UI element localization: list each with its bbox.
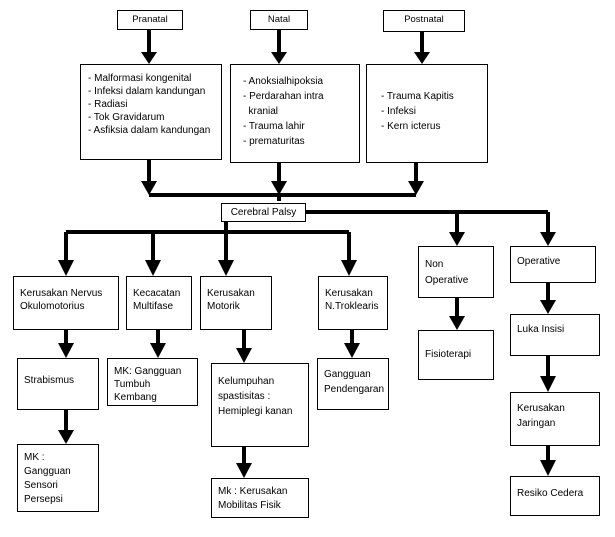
- kerusakan-jaringan-label: Kerusakan Jaringan: [517, 403, 565, 429]
- postnatal-item: - Infeksi: [381, 106, 417, 117]
- kerusakan-mobilitas-box: Mk : Kerusakan Mobilitas Fisik: [211, 478, 309, 518]
- operative-box: Operative: [510, 246, 596, 283]
- luka-insisi-box: Luka Insisi: [510, 314, 600, 356]
- pranatal-box: Pranatal: [117, 10, 183, 30]
- fisioterapi-label: Fisioterapi: [425, 349, 472, 360]
- natal-item: kranial: [243, 106, 279, 117]
- pranatal-item: - Infeksi dalam kandungan: [88, 86, 206, 97]
- postnatal-causes-box: - Trauma Kapitis - Infeksi - Kern icteru…: [366, 64, 488, 163]
- troklearis-label: Kerusakan N.Troklearis: [325, 288, 379, 312]
- pranatal-item: - Malformasi kongenital: [88, 73, 192, 84]
- pranatal-item: - Radiasi: [88, 99, 128, 110]
- postnatal-item: - Kern icterus: [381, 121, 441, 132]
- fisioterapi-box: Fisioterapi: [418, 330, 494, 380]
- pranatal-causes-list: - Malformasi kongenital - Infeksi dalam …: [88, 72, 221, 137]
- pranatal-item: - Asfiksia dalam kandungan: [88, 125, 211, 136]
- natal-item: - Anoksialhipoksia: [243, 76, 324, 87]
- pranatal-label: Pranatal: [132, 14, 168, 25]
- postnatal-box: Postnatal: [383, 10, 465, 32]
- strabismus-box: Strabismus: [17, 358, 99, 410]
- cerebral-palsy-label: Cerebral Palsy: [230, 207, 297, 218]
- kerusakan-jaringan-box: Kerusakan Jaringan: [510, 392, 600, 446]
- nervus-okulomotorius-label: Kerusakan Nervus Okulomotorius: [20, 288, 103, 312]
- non-operative-label: Non Operative: [425, 259, 469, 286]
- operative-label: Operative: [517, 256, 561, 267]
- postnatal-causes-list: - Trauma Kapitis - Infeksi - Kern icteru…: [381, 89, 487, 134]
- gangguan-sensori-box: MK : Gangguan Sensori Persepsi: [17, 444, 99, 512]
- gangguan-tumbuh-label: MK: Gangguan Tumbuh Kembang: [114, 366, 182, 403]
- kerusakan-motorik-box: Kerusakan Motorik: [200, 276, 272, 330]
- cerebral-palsy-box: Cerebral Palsy: [221, 203, 306, 222]
- kelumpuhan-label: Kelumpuhan spastisitas : Hemiplegi kanan: [218, 376, 293, 417]
- troklearis-box: Kerusakan N.Troklearis: [318, 276, 388, 330]
- pranatal-causes-box: - Malformasi kongenital - Infeksi dalam …: [80, 64, 222, 160]
- non-operative-box: Non Operative: [418, 246, 494, 298]
- natal-item: - Trauma lahir: [243, 121, 305, 132]
- kerusakan-motorik-label: Kerusakan Motorik: [207, 288, 255, 312]
- gangguan-pendengaran-label: Gangguan Pendengaran: [324, 369, 385, 395]
- luka-insisi-label: Luka Insisi: [517, 324, 565, 335]
- natal-causes-box: - Anoksialhipoksia - Perdarahan intra kr…: [230, 64, 360, 163]
- resiko-cedera-box: Resiko Cedera: [510, 476, 600, 516]
- nervus-okulomotorius-box: Kerusakan Nervus Okulomotorius: [13, 276, 119, 330]
- kecacatan-multifase-box: Kecacatan Multifase: [126, 276, 192, 330]
- kelumpuhan-box: Kelumpuhan spastisitas : Hemiplegi kanan: [211, 363, 309, 447]
- natal-item: - prematuritas: [243, 136, 305, 147]
- gangguan-sensori-label: MK : Gangguan Sensori Persepsi: [24, 452, 71, 505]
- gangguan-pendengaran-box: Gangguan Pendengaran: [317, 358, 389, 410]
- natal-item: - Perdarahan intra: [243, 91, 324, 102]
- gangguan-tumbuh-box: MK: Gangguan Tumbuh Kembang: [107, 358, 198, 406]
- natal-box: Natal: [250, 10, 308, 30]
- kerusakan-mobilitas-label: Mk : Kerusakan Mobilitas Fisik: [218, 486, 288, 511]
- kecacatan-multifase-label: Kecacatan Multifase: [133, 288, 181, 312]
- postnatal-label: Postnatal: [404, 14, 444, 25]
- natal-label: Natal: [267, 14, 291, 25]
- natal-causes-list: - Anoksialhipoksia - Perdarahan intra kr…: [243, 74, 359, 149]
- resiko-cedera-label: Resiko Cedera: [517, 488, 584, 499]
- strabismus-label: Strabismus: [24, 375, 75, 386]
- pranatal-item: - Tok Gravidarum: [88, 112, 165, 123]
- postnatal-item: - Trauma Kapitis: [381, 91, 454, 102]
